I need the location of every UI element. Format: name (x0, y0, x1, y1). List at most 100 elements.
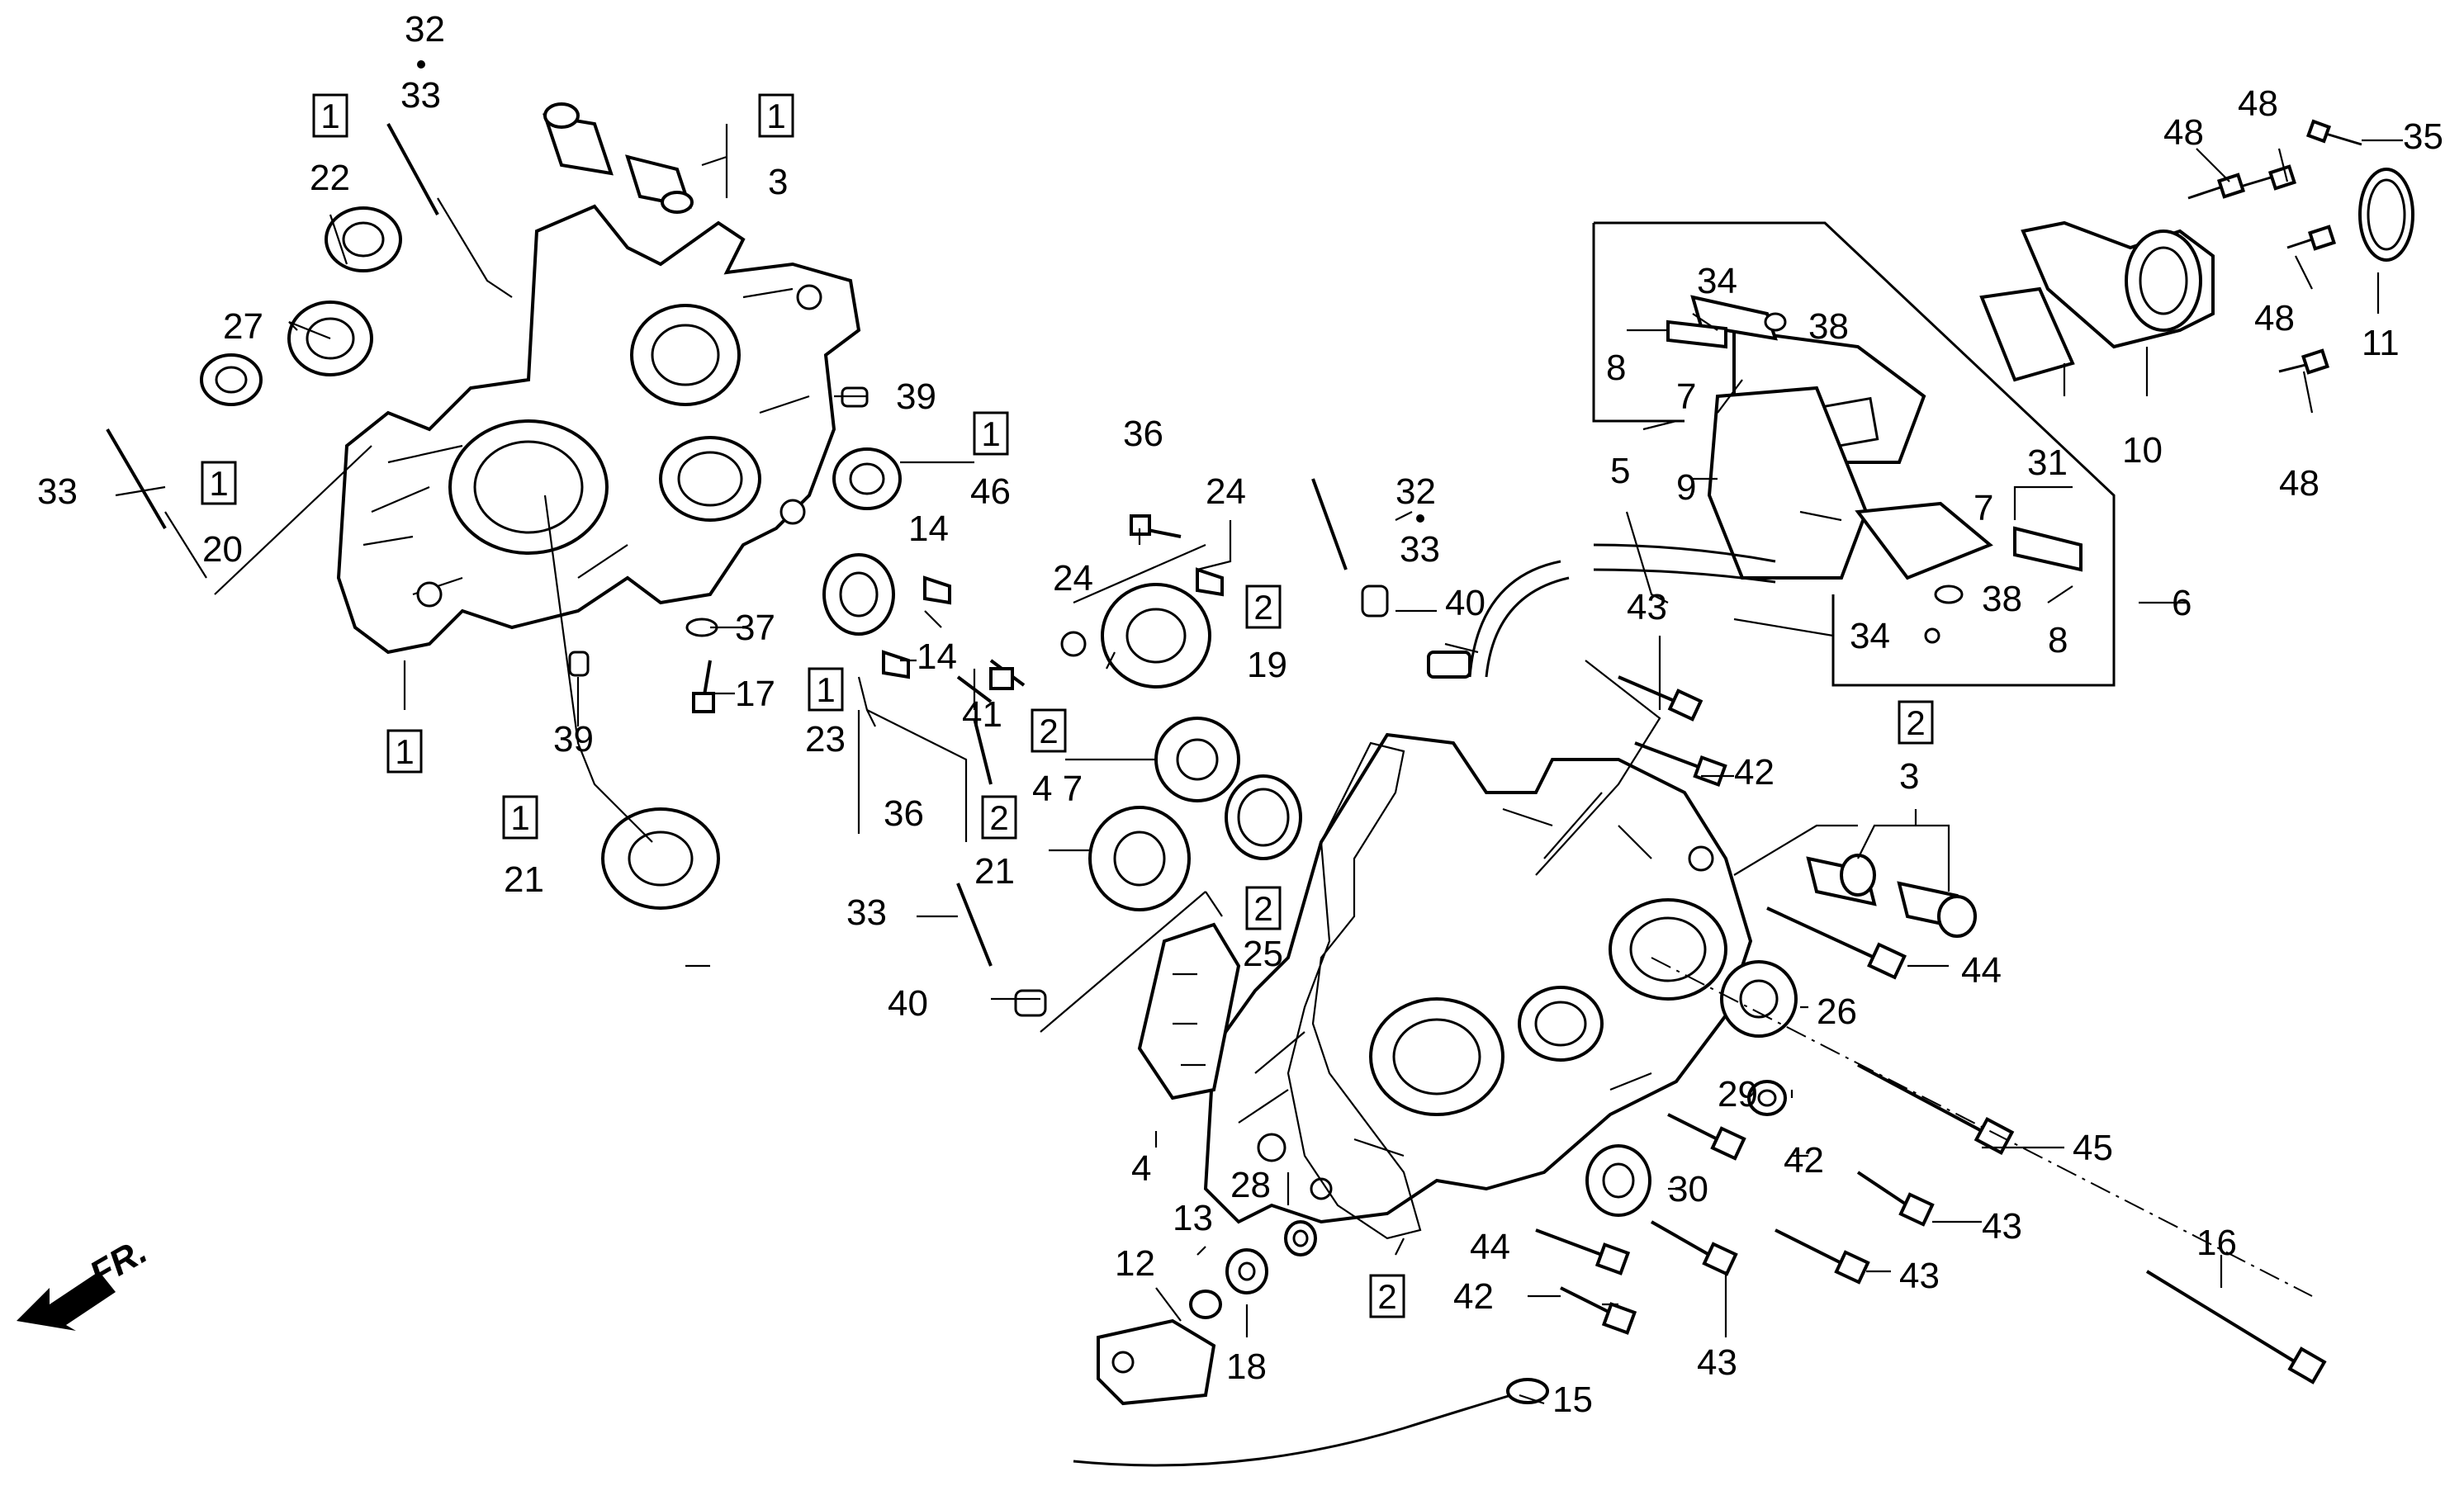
callout-48: 48 (2163, 112, 2204, 153)
stud-33-mid (956, 883, 993, 967)
callout-42: 42 (1734, 752, 1775, 793)
intake-manifold-group (1979, 119, 2414, 382)
bearing-21-left (601, 807, 720, 910)
callout-40: 40 (888, 983, 928, 1024)
callout-21: 21 (504, 859, 544, 900)
bearing-21-right (1088, 806, 1191, 911)
callout-18: 18 (1226, 1346, 1267, 1387)
callout-16: 16 (2196, 1223, 2237, 1263)
callout-36: 36 (884, 793, 924, 834)
box-callout-1b: 1 (758, 93, 794, 138)
box-callout-2e: 2 (1898, 700, 1934, 745)
box-callout-2d: 2 (1245, 886, 1282, 930)
box-callout-1e: 1 (808, 667, 844, 712)
callout-29: 29 (1718, 1074, 1758, 1114)
callout-39: 39 (896, 376, 936, 417)
bearings-and-seals (200, 206, 1798, 1294)
nut-28 (1284, 1220, 1317, 1256)
bearing-19 (1101, 583, 1211, 689)
bearing-22 (325, 206, 402, 272)
studs-and-bolts (106, 123, 2327, 1384)
front-direction-arrow: FR. (17, 1231, 154, 1331)
box-callout-1c: 1 (201, 461, 237, 505)
svg-text:2: 2 (989, 798, 1008, 837)
callout-41: 41 (962, 694, 1002, 735)
callout-44: 44 (1961, 950, 2002, 991)
box-callout-2b: 2 (1031, 708, 1067, 753)
leader-lines (115, 124, 2403, 1405)
boxed-callouts: 1 1 1 1 1 1 1 2 2 2 2 2 2 (201, 93, 1934, 1318)
dowels (543, 102, 1977, 1017)
bearing-20 (200, 353, 263, 406)
right-crankcase-half (1203, 732, 1753, 1240)
svg-text:2: 2 (1377, 1277, 1396, 1316)
callout-35: 35 (2403, 116, 2443, 157)
callout-42: 42 (1453, 1276, 1494, 1317)
callout-48: 48 (2238, 83, 2278, 124)
dowel-39-lower (568, 651, 590, 677)
callout-11: 11 (2362, 323, 2400, 363)
callout-40: 40 (1445, 583, 1486, 623)
svg-text:2: 2 (1253, 889, 1272, 928)
callout-10: 10 (2122, 430, 2163, 471)
svg-text:2: 2 (1906, 703, 1925, 742)
callout-23: 23 (805, 719, 846, 760)
callout-37: 37 (735, 608, 775, 648)
svg-text:2: 2 (1039, 712, 1058, 750)
box-callout-2a: 2 (1245, 584, 1282, 629)
bearing-23 (822, 553, 895, 636)
cover-plate-4 (1137, 922, 1241, 1100)
callout-separator-dot (417, 60, 425, 69)
svg-text:1: 1 (320, 97, 339, 135)
callout-43: 43 (1899, 1256, 1940, 1296)
callout-25: 25 (1243, 934, 1283, 974)
callout-3: 3 (768, 162, 788, 202)
callout-6: 6 (2172, 583, 2192, 623)
callout-33: 33 (37, 471, 78, 512)
svg-text:2: 2 (1253, 588, 1272, 627)
seal-26 (1720, 960, 1798, 1038)
dowel-40-lower (1014, 989, 1047, 1017)
axis-center-line (1651, 957, 2313, 1297)
callout-43: 43 (1627, 587, 1667, 627)
callout-3: 3 (1899, 756, 1919, 797)
dowel-40-upper (1361, 584, 1389, 618)
callout-21: 21 (974, 851, 1015, 892)
callout-24: 24 (1206, 471, 1246, 512)
callout-9: 9 (1676, 467, 1696, 508)
seal-30 (1585, 1144, 1651, 1217)
callout-38: 38 (1808, 306, 1849, 347)
box-callout-2c: 2 (981, 795, 1017, 840)
callout-26: 26 (1817, 991, 1857, 1032)
callout-28: 28 (1230, 1165, 1271, 1205)
left-crankcase-half (336, 204, 861, 655)
cable-15 (1073, 1378, 1549, 1467)
svg-text:1: 1 (981, 414, 1000, 453)
callout-14: 14 (917, 637, 957, 677)
callout-8: 8 (1606, 348, 1626, 388)
callout-33: 33 (846, 892, 887, 933)
callout-36: 36 (1123, 414, 1163, 454)
callout-48: 48 (2279, 463, 2319, 504)
callout-46: 46 (970, 471, 1011, 512)
callout-45: 45 (2073, 1128, 2113, 1168)
box-callout-1g: 1 (502, 795, 538, 840)
callout-32: 32 (405, 9, 445, 50)
seal-29 (1747, 1080, 1787, 1116)
callout-19: 19 (1247, 645, 1287, 685)
box-callout-1a: 1 (312, 93, 348, 138)
callout-31: 31 (2027, 442, 2068, 483)
callout-15: 15 (1552, 1380, 1593, 1420)
box-callout-1f: 1 (386, 729, 423, 774)
stud-33-left (106, 428, 167, 530)
callout-4: 4 (1131, 1148, 1151, 1189)
callout-42: 42 (1784, 1140, 1824, 1181)
svg-text:1: 1 (510, 798, 529, 837)
callout-43: 43 (1982, 1206, 2022, 1247)
svg-text:1: 1 (395, 732, 414, 771)
callout-7: 7 (1974, 488, 1993, 528)
callout-8: 8 (2048, 620, 2068, 660)
callout-48: 48 (2254, 298, 2295, 338)
callout-14: 14 (908, 509, 949, 549)
callout-39: 39 (553, 719, 594, 760)
